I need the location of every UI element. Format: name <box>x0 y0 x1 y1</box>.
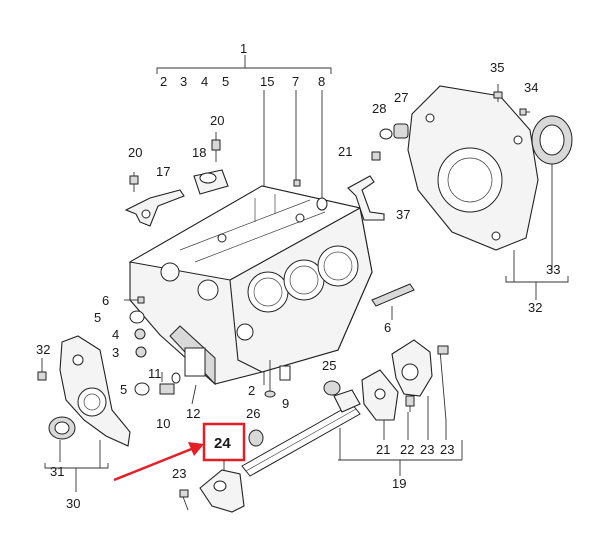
callout-label: 27 <box>394 90 408 105</box>
highlighted-callout-label: 24 <box>214 435 231 452</box>
callout-label: 25 <box>322 358 336 373</box>
callout-label: 30 <box>66 496 80 511</box>
callout-label: 20 <box>128 145 142 160</box>
small-parts-top <box>264 179 328 398</box>
callout-label: 22 <box>400 442 414 457</box>
callout-label: 33 <box>546 262 560 277</box>
callout-label: 2 <box>248 383 255 398</box>
callout-label: 34 <box>524 80 538 95</box>
oil-pump-bracket <box>124 132 229 227</box>
callout-label: 3 <box>112 345 119 360</box>
callout-label: 2 <box>160 74 167 89</box>
callout-label: 21 <box>376 442 390 457</box>
callout-label: 4 <box>112 327 119 342</box>
small-parts-left <box>124 296 197 405</box>
callout-label: 5 <box>222 74 229 89</box>
callout-label: 5 <box>94 310 101 325</box>
callout-label: 6 <box>384 320 391 335</box>
callout-label: 7 <box>292 74 299 89</box>
callout-label: 8 <box>318 74 325 89</box>
rear-cover <box>407 84 573 300</box>
callout-label: 37 <box>396 207 410 222</box>
balance-shaft-assembly <box>179 339 463 513</box>
callout-label: 1 <box>240 41 247 56</box>
callout-label: 4 <box>201 74 208 89</box>
callout-label: 18 <box>192 145 206 160</box>
highlight-arrow-shaft <box>113 446 195 482</box>
callout-labels: 1 2 3 4 5 15 7 8 20 20 18 17 6 5 4 3 11 … <box>36 41 560 511</box>
highlight-24 <box>113 422 246 482</box>
callout-label: 31 <box>50 464 64 479</box>
callout-label: 3 <box>180 74 187 89</box>
bracket-36-parts <box>347 151 415 320</box>
callout-label: 23 <box>172 466 186 481</box>
callout-label: 20 <box>210 113 224 128</box>
callout-label: 5 <box>120 382 127 397</box>
callout-label: 21 <box>338 144 352 159</box>
callout-label: 35 <box>490 60 504 75</box>
callout-label: 32 <box>36 342 50 357</box>
highlight-arrow-head <box>188 442 204 456</box>
callout-label: 6 <box>102 293 109 308</box>
callout-label: 11 <box>148 366 162 381</box>
callout-label: 9 <box>282 396 289 411</box>
callout-label: 23 <box>440 442 454 457</box>
callout-29-bracket <box>44 440 109 492</box>
callout-label: 32 <box>528 300 542 315</box>
callout-label: 17 <box>156 164 170 179</box>
engine-block <box>128 185 373 386</box>
callout-label: 26 <box>246 406 260 421</box>
timing-cover-left <box>37 335 131 447</box>
callout-label: 19 <box>392 476 406 491</box>
callout-label: 12 <box>186 406 200 421</box>
seal-ring-parts <box>379 123 409 140</box>
callout-label: 15 <box>260 74 274 89</box>
callout-label: 23 <box>420 442 434 457</box>
callout-label: 10 <box>156 416 170 431</box>
callout-label: 28 <box>372 101 386 116</box>
